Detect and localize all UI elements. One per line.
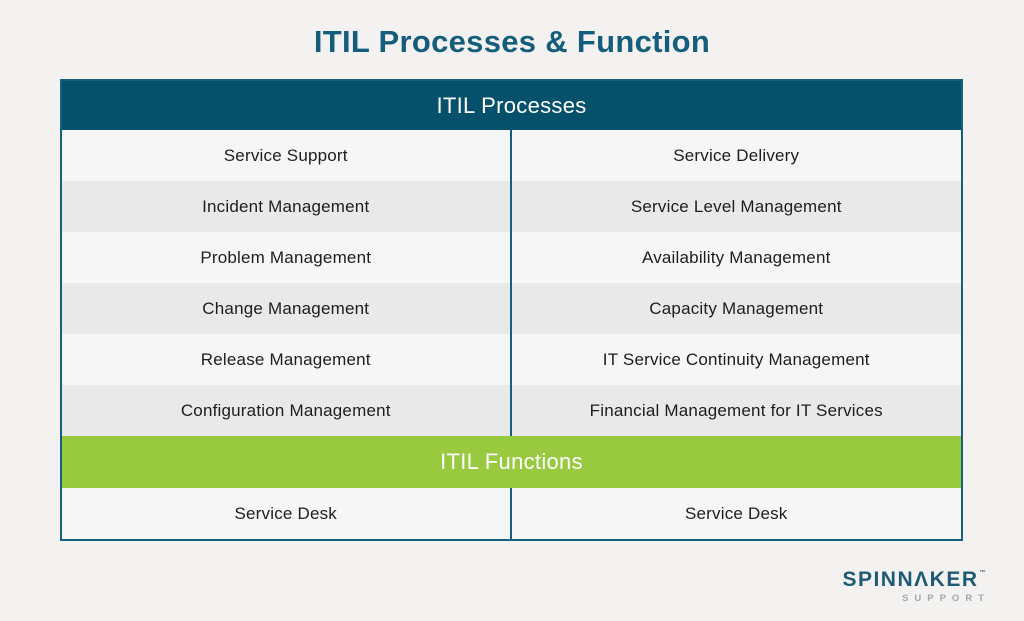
spinnaker-logo-wordmark: SPINNΛKER™	[842, 569, 986, 590]
spinnaker-logo: SPINNΛKER™ SUPPORT	[842, 569, 986, 604]
functions-header-band: ITIL Functions	[62, 436, 961, 488]
table-cell: Problem Management	[62, 232, 512, 283]
processes-header-band: ITIL Processes	[62, 81, 961, 130]
table-cell: Service Support	[62, 130, 512, 181]
table-cell: Service Delivery	[673, 145, 800, 165]
table-row: Configuration Management Financial Manag…	[62, 385, 961, 436]
table-cell: Incident Management	[62, 181, 512, 232]
page-title: ITIL Processes & Function	[313, 24, 711, 59]
itil-table: ITIL Processes Service Support Service D…	[60, 79, 963, 541]
table-cell: Release Management	[62, 334, 512, 385]
table-row: Problem Management Availability Manageme…	[62, 232, 961, 283]
table-cell: Financial Management for IT Services	[589, 400, 883, 420]
table-cell: Capacity Management	[649, 298, 824, 318]
table-cell: Service Desk	[684, 503, 788, 523]
table-cell: Availability Management	[641, 247, 831, 267]
table-cell: Configuration Management	[62, 385, 512, 436]
logo-text-after-a: KER	[929, 567, 979, 591]
table-row: Service Desk Service Desk	[62, 488, 961, 539]
processes-header-label: ITIL Processes	[436, 92, 587, 118]
table-cell: IT Service Continuity Management	[602, 349, 870, 369]
table-cell: Change Management	[62, 283, 512, 334]
table-row: Service Support Service Delivery	[62, 130, 961, 181]
trademark-symbol: ™	[979, 569, 987, 576]
logo-stylized-a: Λ	[914, 567, 930, 591]
logo-text-before-a: SPINN	[842, 567, 915, 591]
table-cell: Service Desk	[62, 488, 512, 539]
spinnaker-logo-subtitle: SUPPORT	[902, 592, 990, 604]
table-row: Incident Management Service Level Manage…	[62, 181, 961, 232]
table-row: Change Management Capacity Management	[62, 283, 961, 334]
table-row: Release Management IT Service Continuity…	[62, 334, 961, 385]
functions-header-label: ITIL Functions	[440, 449, 583, 474]
table-cell: Service Level Management	[630, 196, 842, 216]
